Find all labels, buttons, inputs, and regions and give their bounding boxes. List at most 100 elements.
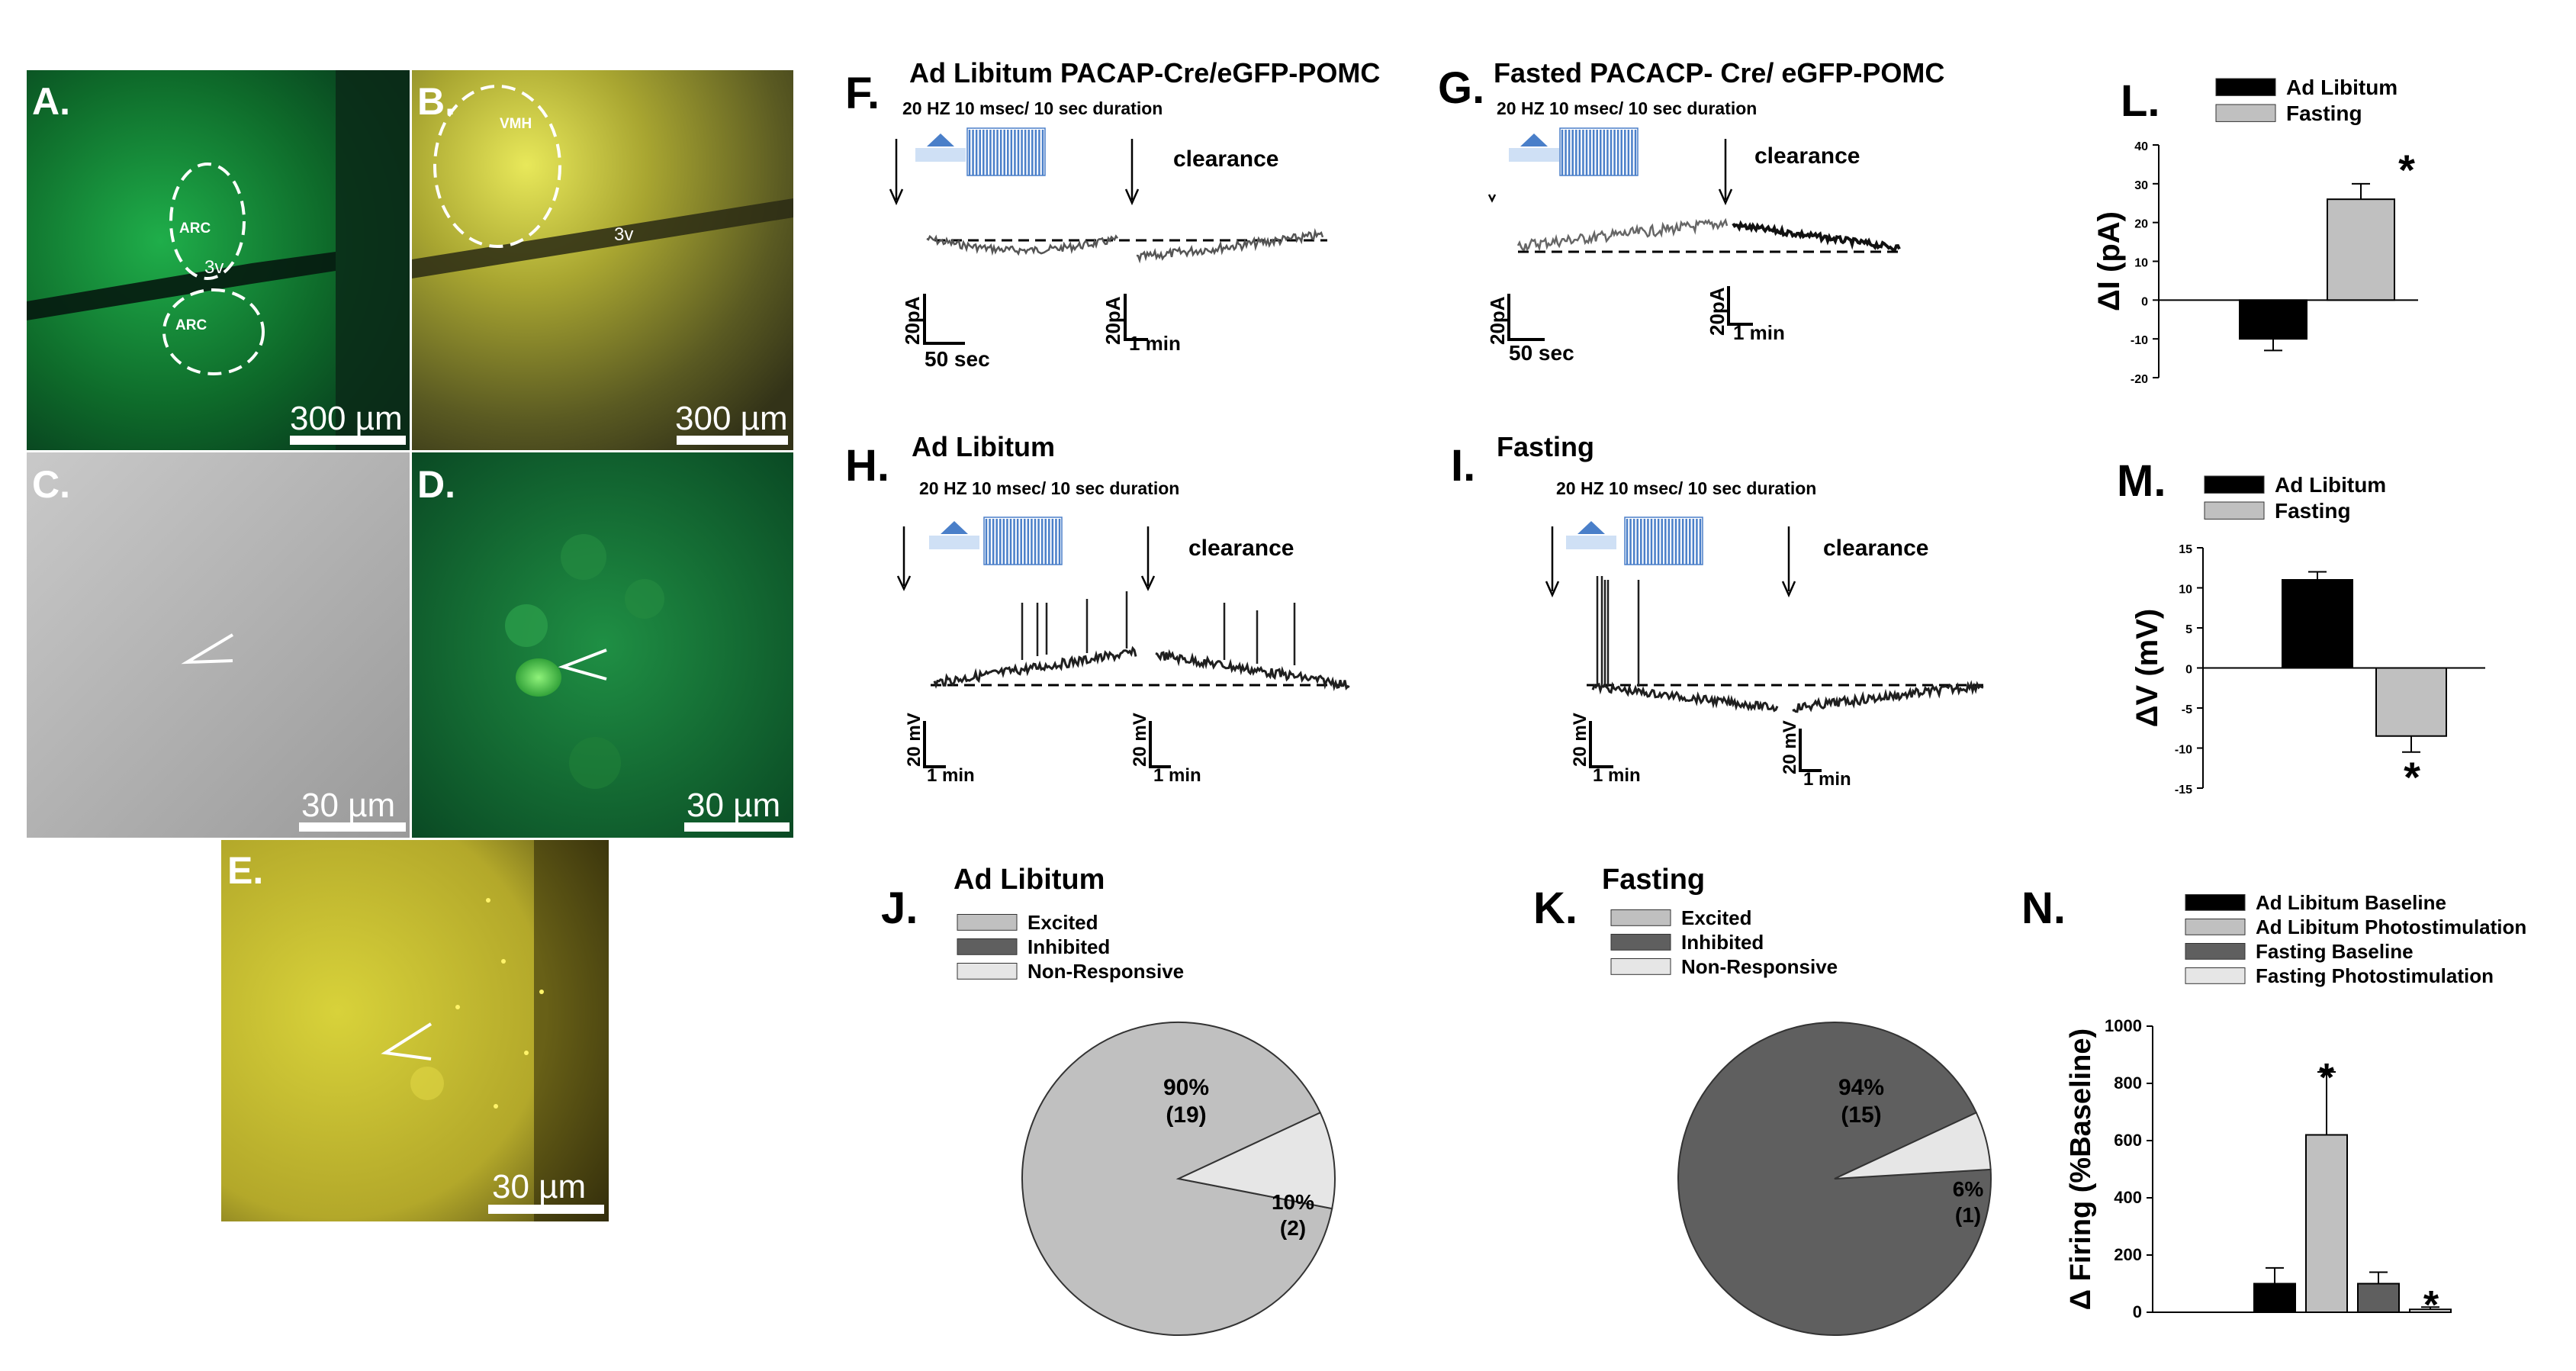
arc-region-outline [162, 288, 265, 375]
legend-label: Excited [1681, 906, 1752, 929]
significance-marker: * [2423, 1283, 2439, 1328]
svg-text:20pA: 20pA [1486, 296, 1509, 345]
y-axis-label: Δ Firing (%Baseline) [2065, 1028, 2097, 1310]
legend-swatch [1610, 958, 1671, 975]
panel-title: Ad Libitum PACAP-Cre/eGFP-POMC [909, 57, 1380, 89]
svg-text:1 min: 1 min [1153, 765, 1201, 786]
panel-d-image: D. 30 µm [412, 452, 793, 838]
panel-title: Fasted PACACP- Cre/ eGFP-POMC [1494, 57, 1944, 89]
scale-bar [290, 436, 406, 445]
third-ventricle-label: 3v [204, 257, 224, 278]
legend-swatch [1610, 909, 1671, 926]
panel-label: J. [881, 883, 918, 933]
panel-f-trace: F. Ad Libitum PACAP-Cre/eGFP-POMC 20 HZ … [845, 57, 1380, 371]
slice-label: 90% [1163, 1075, 1209, 1100]
clearance-label: clearance [1188, 536, 1294, 561]
trace-line [1792, 680, 1984, 713]
y-tick-label: 10 [2179, 584, 2192, 597]
stimulus-box [966, 127, 1046, 176]
scale-bar-label: 30 µm [687, 787, 780, 824]
trace-line [933, 645, 1137, 689]
stimulus-box [983, 517, 1063, 565]
y-tick-label: 5 [2185, 623, 2192, 636]
panel-c-image: C. 30 µm [27, 452, 410, 838]
light-stimulus-icon [1520, 134, 1548, 146]
legend-label: Inhibited [1028, 935, 1110, 958]
svg-text:20 mV: 20 mV [904, 713, 925, 767]
trace-line [1155, 648, 1350, 692]
current-trace [1516, 217, 1729, 252]
svg-text:20 mV: 20 mV [1570, 713, 1590, 767]
legend-label: Fasting Photostimulation [2256, 964, 2494, 987]
y-tick-label: 20 [2134, 218, 2148, 231]
legend-label: Non-Responsive [1681, 955, 1838, 978]
y-tick-label: 30 [2134, 179, 2148, 192]
panel-label: H. [845, 441, 889, 491]
y-tick-label: 40 [2134, 140, 2148, 153]
svg-text:1 min: 1 min [1129, 332, 1181, 355]
arc-label: ARC [179, 220, 211, 237]
slice-count: (15) [1841, 1102, 1881, 1128]
svg-text:20 mV: 20 mV [1130, 713, 1150, 767]
panel-b-image: VMH 3v B. 300 µm [412, 70, 793, 450]
svg-text:50 sec: 50 sec [1509, 341, 1574, 365]
y-axis-label: ΔV (mV) [2131, 609, 2164, 727]
svg-text:20pA: 20pA [1706, 287, 1729, 336]
panel-e-image: E. 30 µm [221, 840, 609, 1221]
bar [2282, 579, 2353, 669]
y-tick-label: 10 [2134, 257, 2148, 270]
legend-swatch [2185, 894, 2246, 911]
vmh-label: VMH [500, 116, 532, 132]
y-tick-label: -20 [2131, 373, 2148, 386]
clearance-label: clearance [1754, 143, 1860, 169]
y-tick-label: 0 [2141, 295, 2148, 308]
third-ventricle-label: 3v [614, 224, 633, 245]
trace-line [1591, 681, 1779, 713]
scale-bar: 20 mV 1 min 20 mV 1 min [1570, 713, 1851, 790]
slice-count: (2) [1280, 1216, 1306, 1240]
legend-swatch [2215, 104, 2276, 122]
slice-label: 94% [1838, 1075, 1884, 1100]
scale-bar: 20pA 50 sec 20pA 1 min [1486, 286, 1785, 365]
cell-arrow [381, 1022, 433, 1060]
panel-title: Ad Libitum [912, 431, 1055, 462]
stimulus-pulses [1559, 127, 1639, 176]
y-tick-label: 0 [2133, 1302, 2142, 1321]
scale-bar [299, 822, 406, 832]
panel-h-trace: H. Ad Libitum 20 HZ 10 msec/ 10 sec dura… [845, 431, 1350, 786]
bar [2239, 299, 2307, 340]
bar [2253, 1282, 2296, 1313]
panel-title: Fasting [1602, 864, 1705, 896]
legend-label: Ad Libitum [2286, 76, 2398, 99]
stimulus-label: 20 HZ 10 msec/ 10 sec duration [1497, 98, 1757, 118]
scale-bar [488, 1205, 604, 1214]
cell-arrow [181, 633, 234, 665]
light-stimulus-icon [927, 134, 954, 146]
slice-count: (19) [1166, 1102, 1206, 1128]
panel-label: M. [2117, 456, 2166, 506]
legend-swatch [957, 963, 1018, 980]
slice-label: 6% [1953, 1177, 1984, 1201]
panel-g-trace: G. Fasted PACACP- Cre/ eGFP-POMC 20 HZ 1… [1438, 57, 1944, 365]
svg-text:1 min: 1 min [1593, 765, 1641, 786]
legend-label: Ad Libitum Photostimulation [2256, 916, 2526, 938]
stimulus-pulses [966, 127, 1046, 176]
panel-label: K. [1533, 883, 1577, 933]
bar [2375, 667, 2447, 737]
stimulus-label: 20 HZ 10 msec/ 10 sec duration [919, 478, 1179, 498]
legend-swatch [957, 914, 1018, 931]
stimulus-pulses [1624, 517, 1703, 565]
significance-marker: * [2404, 753, 2420, 801]
legend-label: Ad Libitum [2275, 473, 2386, 497]
scale-bar-label: 300 µm [675, 400, 788, 437]
legend-swatch [2185, 967, 2246, 984]
panel-label: A. [32, 80, 70, 123]
legend-swatch [2204, 501, 2265, 520]
y-tick-label: 0 [2185, 664, 2192, 677]
trace-line [1732, 220, 1901, 252]
scale-bar [684, 822, 790, 832]
chart-j: ExcitedInhibitedNon-Responsive90%(19)10%… [957, 911, 1336, 1336]
